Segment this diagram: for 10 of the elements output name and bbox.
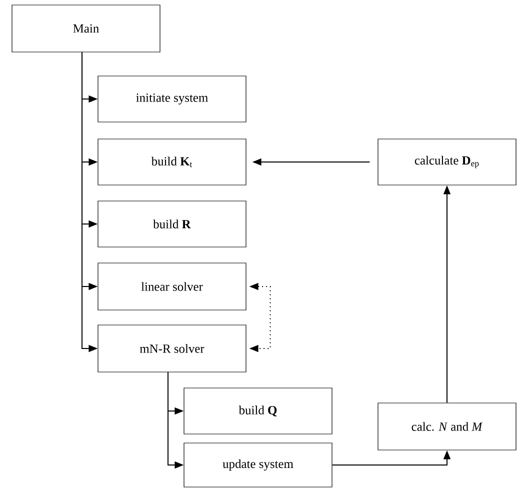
process-box: build K$_{t}$ bbox=[98, 138, 246, 186]
process-box: update system bbox=[184, 442, 332, 488]
process-box: linear solver bbox=[98, 262, 246, 310]
process-box: calculate D$_{ep}$ bbox=[378, 138, 516, 186]
process-box: calc. N and M bbox=[378, 402, 516, 450]
process-box: build R bbox=[98, 200, 246, 248]
process-box: Main bbox=[12, 4, 160, 52]
process-box: mN-R solver bbox=[98, 324, 246, 372]
process-box: initiate system bbox=[98, 76, 246, 122]
process-box: build Q bbox=[184, 388, 332, 434]
